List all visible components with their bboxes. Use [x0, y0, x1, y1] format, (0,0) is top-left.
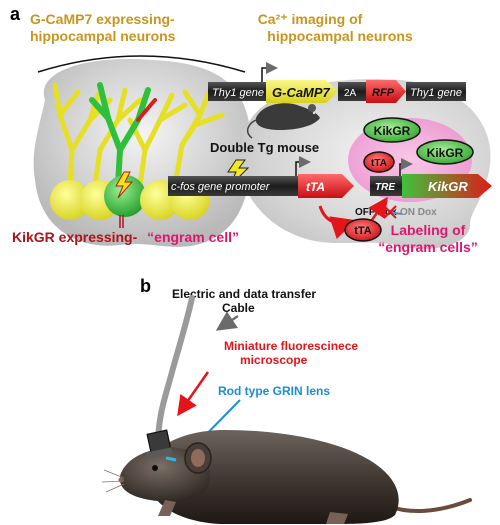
block-x-icon [383, 205, 397, 219]
grin-lens-label: Rod type GRIN lens [218, 384, 330, 398]
miniature-microscope [145, 429, 173, 459]
tta-bubble-bottom-label: tTA [354, 225, 372, 237]
cfos-promoter-bar [168, 176, 298, 196]
mouse-whiskers [101, 469, 125, 493]
mouse-illustration [101, 430, 472, 525]
kikgr-construct-label: KikGR [428, 179, 468, 194]
p2a-bar [338, 82, 366, 101]
dendrites-yellow [52, 82, 225, 188]
kikgr-arrow [402, 174, 492, 198]
neuron-bracket [37, 55, 246, 73]
grin-lens [165, 456, 177, 462]
mouse-ear-inner [191, 449, 205, 467]
lightning-icon-small [115, 171, 134, 199]
thy1-gene-right-bar [406, 82, 466, 101]
kikgr-expressing-text: KikGR expressing- “engram cell” [12, 229, 239, 245]
labeling-line1: Labeling of [391, 222, 466, 238]
gcamp7-label: G-CaMP7 [272, 85, 331, 100]
mouse-eye [152, 465, 158, 471]
mouse-front-paw [158, 500, 176, 516]
microscope-pointer-arrow [177, 371, 210, 417]
neuron-soma-engram [104, 175, 146, 217]
thy1-gene-left-bar [208, 82, 266, 101]
kikgr-bubble-top [363, 117, 421, 143]
kikgr-bubble-right [416, 139, 474, 165]
mouse-nose [118, 477, 124, 483]
panel-b: b Electric and data transfer Cable Minia… [101, 276, 472, 525]
cfos-promoter-arrow-icon [295, 156, 311, 176]
thy1-gene-left-label: Thy1 gene [212, 87, 264, 99]
dendrite-red-branch [136, 98, 157, 122]
tta-bubble-bottom [344, 218, 382, 242]
neuron-soma-1 [50, 180, 90, 220]
construct-tre: TRE KikGR [370, 158, 492, 198]
title-left-line2: hippocampal neurons [30, 28, 176, 44]
mouse-icon [246, 103, 320, 139]
panel-a: a G-CaMP7 expressing- hippocampal neuron… [10, 4, 492, 255]
cfos-promoter-label: c-fos gene promoter [171, 181, 271, 193]
construct-thy1: Thy1 gene G-CaMP7 2A RFP Thy1 gene [208, 62, 466, 103]
construct-cfos: c-fos gene promoter tTA [168, 156, 354, 198]
labeling-line2: “engram cells” [378, 239, 478, 255]
on-dox-label: ON Dox [400, 207, 437, 218]
tre-label: TRE [375, 182, 395, 193]
microscope-label-line1: Miniature fluorescinece [224, 339, 358, 353]
engram-cell-pink: “engram cell” [147, 229, 239, 245]
kikgr-bubble-right-label: KikGR [427, 146, 464, 160]
tta-arrow [298, 174, 354, 198]
promoter-arrow-icon [261, 62, 278, 83]
tta-bubble-small [363, 151, 395, 173]
kikgr-bubble-top-label: KikGR [374, 124, 411, 138]
tta-construct-label: tTA [306, 180, 325, 194]
microscope-label-line2: microscope [240, 353, 308, 367]
cable-label-line2: Cable [222, 301, 255, 315]
panel-b-label: b [140, 276, 151, 296]
title-left-line1: G-CaMP7 expressing- [30, 11, 175, 27]
data-cable [155, 295, 195, 441]
tta-to-tre-arrow [368, 196, 388, 221]
mouse-hind-leg [326, 512, 348, 524]
rfp-arrow [366, 80, 406, 103]
cable-label-line1: Electric and data transfer [172, 287, 316, 301]
p2a-label: 2A [344, 88, 357, 99]
tre-promoter-arrow-icon [399, 158, 413, 176]
title-right-line2: hippocampal neurons [267, 28, 413, 44]
rfp-label: RFP [372, 87, 395, 99]
mouse-label: Double Tg mouse [210, 140, 319, 155]
cable-pointer-arrow [215, 311, 239, 331]
mouse-body [150, 430, 399, 525]
red-curve-arrow [318, 205, 356, 240]
thy1-gene-right-label: Thy1 gene [410, 87, 462, 99]
microscope-base [145, 447, 173, 459]
gcamp7-arrow [266, 80, 338, 103]
panel-a-label: a [10, 4, 21, 24]
kikgr-expressing-dark: KikGR expressing- [12, 229, 138, 245]
tre-bar [370, 176, 402, 196]
tta-bubble-small-label: tTA [371, 158, 387, 169]
title-right-line1: Ca²⁺ imaging of [258, 11, 363, 27]
